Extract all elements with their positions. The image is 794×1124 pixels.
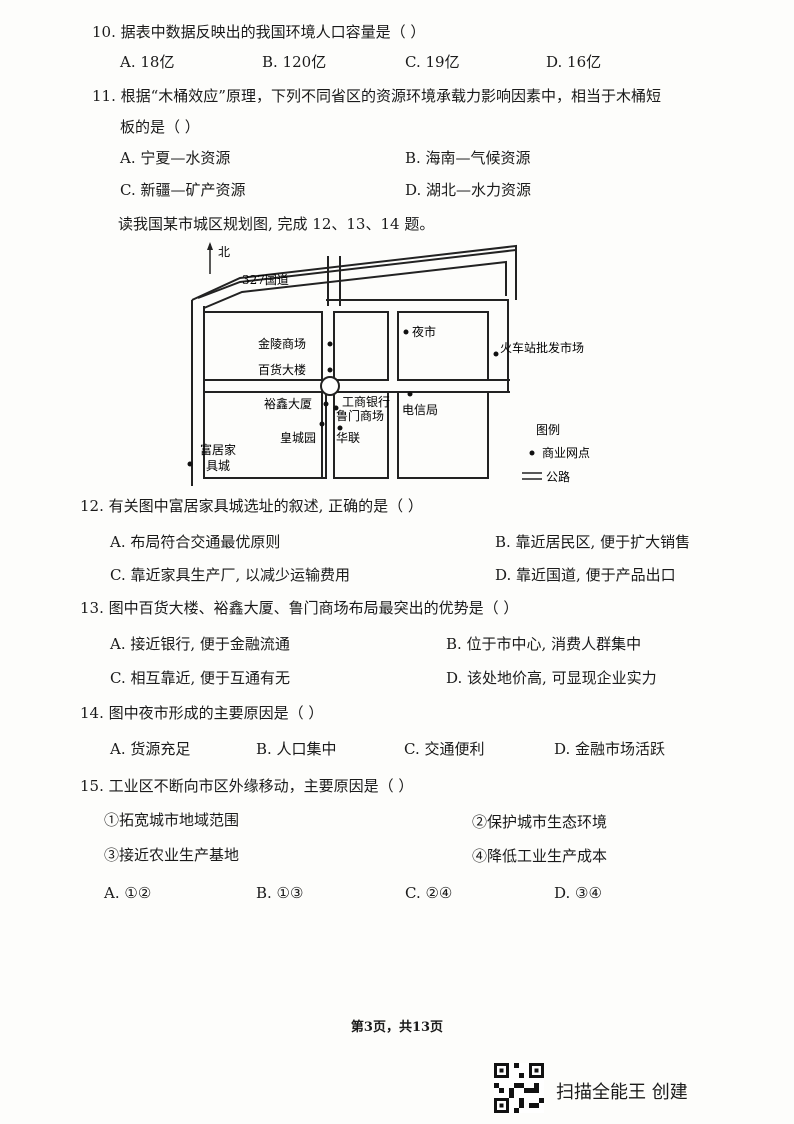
q15-option-c: C. ②④ (405, 884, 453, 902)
label-jinlong: 金陵商场 (258, 336, 306, 351)
block-nw (203, 311, 323, 381)
q15-option-a: A. ①② (104, 884, 152, 902)
point-dianxin (407, 391, 413, 397)
q11-stem-line2: 板的是（ ） (120, 118, 200, 136)
roundabout (320, 376, 340, 396)
city-plan-map: 北 327国道 金陵商场 百货大楼 裕鑫大厦 工商银行 鲁门商场 皇城园 华联 … (180, 238, 620, 488)
q15-item-3: ③接近农业生产基地 (104, 846, 240, 864)
north-road (327, 256, 341, 306)
q11-option-b: B. 海南—气候资源 (405, 149, 531, 167)
label-fuju-line1: 富居家 (200, 442, 236, 457)
block-n1 (333, 311, 389, 381)
q15-option-d: D. ③④ (554, 884, 602, 902)
legend-title: 图例 (536, 423, 560, 437)
q14-stem: 14. 图中夜市形成的主要原因是（ ） (80, 704, 324, 722)
point-jinlong (327, 341, 333, 347)
national-road-327 (197, 249, 517, 299)
label-huoche: 火车站批发市场 (500, 340, 584, 355)
point-fuju (187, 461, 193, 467)
q14-option-b: B. 人口集中 (256, 740, 337, 758)
point-baihuo (327, 367, 333, 373)
q10-option-d: D. 16亿 (546, 53, 602, 71)
q10-option-b: B. 120亿 (262, 53, 327, 71)
label-fuju-line2: 具城 (206, 459, 230, 473)
label-gongshang: 工商银行 (342, 394, 390, 409)
block-n2 (397, 311, 489, 381)
legend-point-icon (529, 450, 535, 456)
legend-point-label: 商业网点 (542, 445, 590, 460)
q13-option-b: B. 位于市中心, 消费人群集中 (446, 635, 642, 653)
legend-road-label: 公路 (546, 469, 570, 484)
point-huoche (493, 351, 499, 357)
q11-option-d: D. 湖北—水力资源 (405, 181, 532, 199)
road-outline-1 (203, 299, 509, 479)
block-sw (203, 391, 323, 479)
q12-option-b: B. 靠近居民区, 便于扩大销售 (495, 533, 691, 551)
q13-option-d: D. 该处地价高, 可显现企业实力 (446, 669, 657, 687)
point-gongshang (333, 405, 339, 411)
point-hualian (337, 425, 343, 431)
label-dianxin: 电信局 (402, 403, 438, 417)
road-327-label: 327国道 (242, 273, 289, 287)
point-yuxin (323, 401, 329, 407)
q10-option-c: C. 19亿 (405, 53, 460, 71)
north-label: 北 (218, 245, 230, 259)
label-yeshi: 夜市 (412, 324, 436, 339)
q10-option-a: A. 18亿 (120, 53, 175, 71)
map-intro: 读我国某市城区规划图, 完成 12、13、14 题。 (118, 215, 435, 233)
q11-option-a: A. 宁夏—水资源 (120, 149, 231, 167)
q15-stem: 15. 工业区不断向市区外缘移动，主要原因是（ ） (80, 777, 414, 795)
q15-item-1: ①拓宽城市地域范围 (104, 811, 240, 829)
q12-option-d: D. 靠近国道, 便于产品出口 (495, 566, 676, 584)
q12-stem: 12. 有关图中富居家具城选址的叙述, 正确的是（ ） (80, 497, 423, 515)
east-road (488, 379, 510, 393)
label-hualian: 华联 (336, 431, 360, 445)
q10-stem: 10. 据表中数据反映出的我国环境人口容量是（ ） (92, 23, 426, 41)
q15-item-2: ②保护城市生态环境 (472, 813, 608, 831)
city-plan-svg: 北 327国道 金陵商场 百货大楼 裕鑫大厦 工商银行 鲁门商场 皇城园 华联 … (187, 242, 590, 486)
q11-stem-line1: 11. 根据“木桶效应”原理，下列不同省区的资源环境承载力影响因素中，相当于木桶… (92, 87, 661, 105)
label-yuxin: 裕鑫大厦 (264, 396, 312, 411)
q15-option-b: B. ①③ (256, 884, 304, 902)
point-yeshi (403, 329, 409, 335)
label-baihuo: 百货大楼 (258, 362, 306, 377)
qr-code-icon (494, 1063, 544, 1113)
national-road-inner (203, 260, 507, 309)
q13-stem: 13. 图中百货大楼、裕鑫大厦、鲁门商场布局最突出的优势是（ ） (80, 599, 519, 617)
q14-option-a: A. 货源充足 (110, 740, 191, 758)
point-huangcheng (319, 421, 325, 427)
label-lumen: 鲁门商场 (336, 408, 384, 423)
block-s2 (397, 391, 489, 479)
map-legend: 图例 商业网点 公路 (522, 423, 590, 484)
q13-option-a: A. 接近银行, 便于金融流通 (110, 635, 290, 653)
q12-option-c: C. 靠近家具生产厂, 以减少运输费用 (110, 566, 351, 584)
scanner-brand-text: 扫描全能王 创建 (556, 1082, 688, 1103)
q14-option-d: D. 金融市场活跃 (554, 740, 666, 758)
q14-option-c: C. 交通便利 (404, 740, 485, 758)
q11-option-c: C. 新疆—矿产资源 (120, 181, 246, 199)
page-number: 第3页，共13页 (350, 1020, 444, 1035)
q13-option-c: C. 相互靠近, 便于互通有无 (110, 669, 291, 687)
block-s1 (333, 391, 389, 479)
road-outline-2 (191, 244, 517, 486)
q12-option-a: A. 布局符合交通最优原则 (110, 533, 281, 551)
north-arrow (207, 242, 213, 274)
label-huangcheng: 皇城园 (280, 431, 316, 445)
q15-item-4: ④降低工业生产成本 (472, 847, 608, 865)
